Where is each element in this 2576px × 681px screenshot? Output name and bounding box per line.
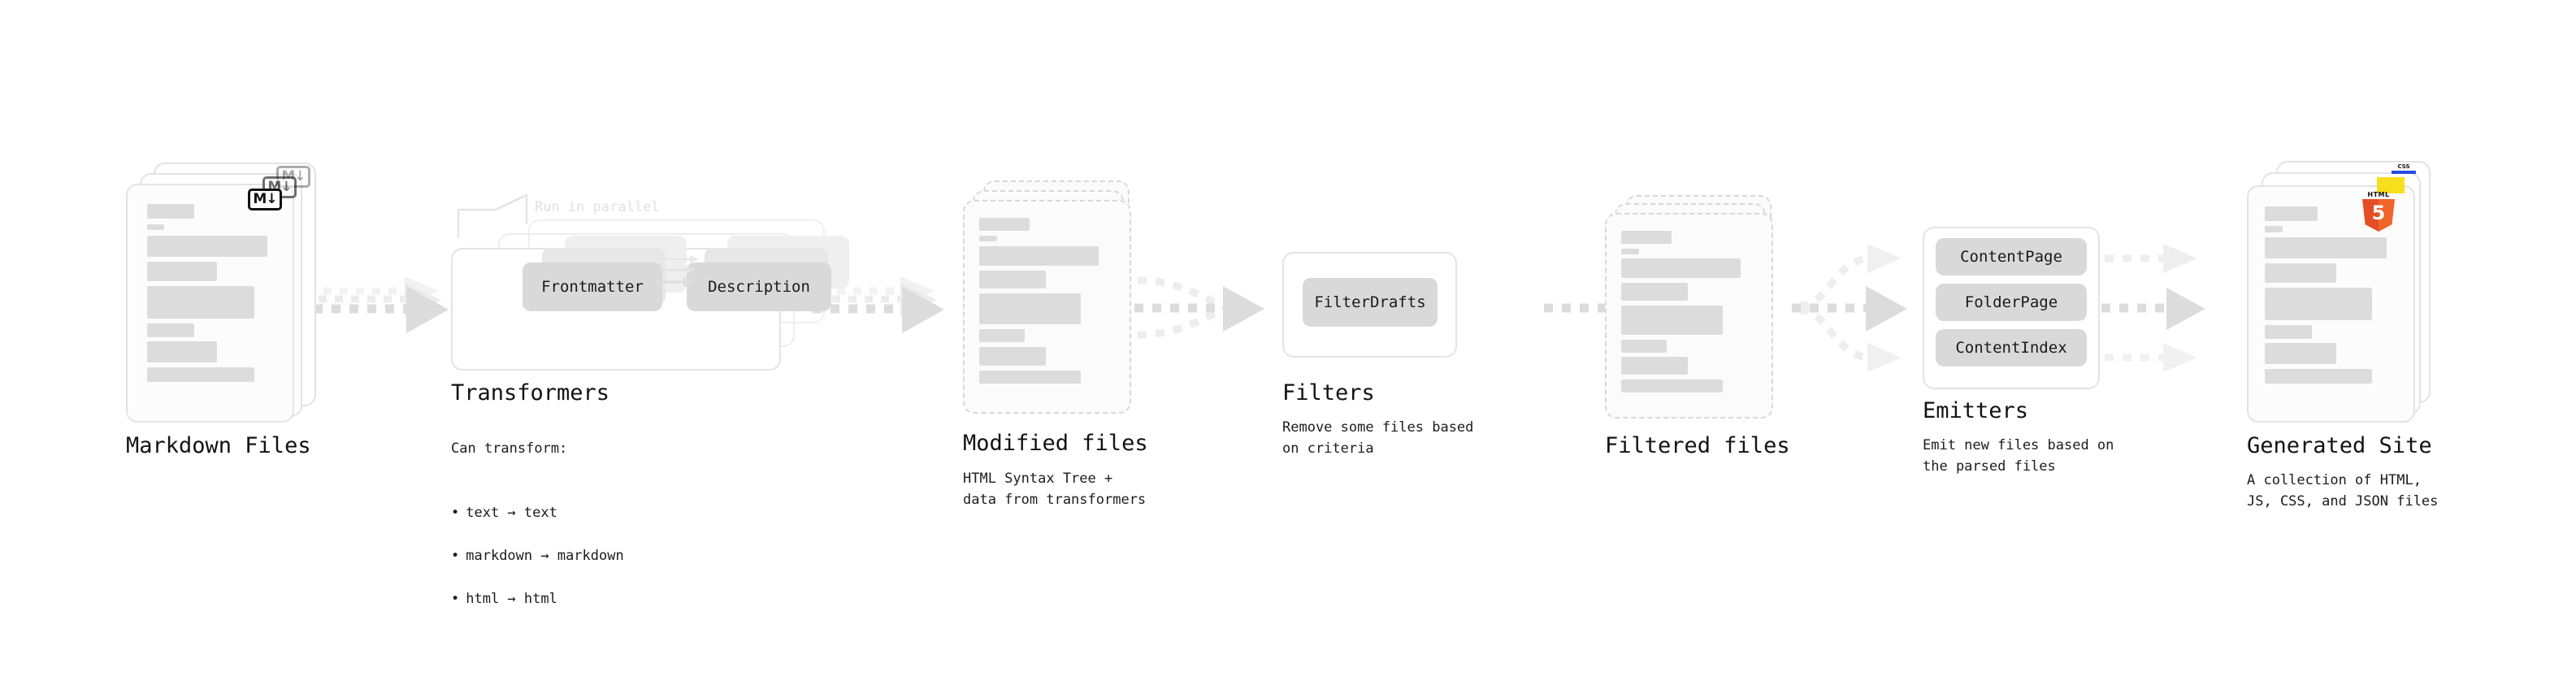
- css3-icon: CSS: [2392, 164, 2416, 174]
- arrow-filtered-to-emitters: [1792, 244, 1907, 372]
- markdown-card-content: [128, 185, 293, 421]
- generated-site-stack: CSS HTML 5: [2247, 161, 2450, 423]
- filtered-card-front: [1605, 213, 1773, 419]
- list-item: html → html: [451, 588, 624, 609]
- content-bar: [979, 246, 1099, 266]
- emitters-description: Emit new files based on the parsed files: [1923, 437, 2114, 475]
- content-bar: [147, 236, 267, 257]
- filtered-card-content: [1607, 215, 1772, 417]
- arrow-markdown-to-transformers: [314, 276, 449, 333]
- modified-card-front: [963, 200, 1131, 414]
- run-in-parallel-label: Run in parallel: [535, 199, 660, 215]
- page-title-generated-site: Generated Site: [2247, 433, 2432, 458]
- content-bar: [979, 293, 1081, 324]
- markdown-card-front: [126, 184, 294, 423]
- html5-icon: HTML 5: [2361, 192, 2396, 232]
- content-bar: [2265, 343, 2336, 364]
- modified-files-description: HTML Syntax Tree + data from transformer…: [963, 471, 1147, 509]
- page-title-filtered-files: Filtered files: [1605, 433, 1790, 458]
- content-bar: [147, 367, 254, 382]
- content-bar: [147, 323, 194, 337]
- markdown-files-stack: M↓ M↓ M↓: [126, 163, 321, 423]
- list-item: markdown → markdown: [451, 545, 623, 566]
- transformer-pill-frontmatter[interactable]: Frontmatter: [523, 262, 662, 311]
- content-bar: [1621, 340, 1667, 353]
- filters-description: Remove some files based on criteria: [1282, 419, 1474, 458]
- transformers-subtitle-heading: Can transform:: [451, 440, 568, 458]
- content-bar: [1621, 380, 1723, 393]
- js-icon: [2377, 177, 2405, 193]
- transformers-group: Frontmatter Description: [451, 219, 849, 371]
- html5-icon-digit: 5: [2371, 202, 2386, 224]
- markdown-icon: M↓: [248, 189, 282, 210]
- css3-icon-underline: [2392, 171, 2416, 174]
- content-bar: [1621, 306, 1723, 335]
- list-item: text → text: [451, 502, 624, 523]
- content-bar: [147, 204, 194, 219]
- content-bar: [979, 329, 1025, 342]
- content-bar: [979, 236, 997, 241]
- content-bar: [2265, 288, 2372, 320]
- content-bar: [1621, 249, 1639, 254]
- emitter-pill-contentindex[interactable]: ContentIndex: [1936, 329, 2087, 367]
- transformers-bullet-list: text → text markdown → markdown html → h…: [451, 481, 624, 631]
- content-bar: [2265, 263, 2336, 283]
- content-bar: [979, 271, 1046, 288]
- page-title-markdown-files: Markdown Files: [126, 433, 311, 458]
- content-bar: [1621, 258, 1741, 278]
- emitter-pill-folderpage[interactable]: FolderPage: [1936, 284, 2087, 321]
- content-bar: [979, 218, 1030, 231]
- html5-icon-label: HTML: [2367, 191, 2390, 198]
- content-bar: [979, 347, 1046, 366]
- content-bar: [147, 224, 164, 230]
- page-title-emitters: Emitters: [1923, 398, 2029, 423]
- css3-icon-label: CSS: [2397, 163, 2410, 170]
- generated-site-description: A collection of HTML, JS, CSS, and JSON …: [2247, 472, 2439, 510]
- content-bar: [2265, 206, 2318, 221]
- page-title-transformers: Transformers: [451, 380, 610, 406]
- page-title-filters: Filters: [1282, 380, 1375, 406]
- content-bar: [147, 262, 217, 281]
- content-bar: [1621, 357, 1688, 375]
- filtered-files-stack: [1605, 195, 1792, 431]
- transformers-description: Can transform: text → text markdown → ma…: [451, 417, 624, 653]
- content-bar: [2265, 325, 2312, 339]
- site-card-content: [2249, 187, 2413, 421]
- emitter-pill-contentpage[interactable]: ContentPage: [1936, 238, 2087, 275]
- page-title-modified-files: Modified files: [963, 431, 1148, 456]
- modified-files-stack: [963, 180, 1150, 416]
- content-bar: [2265, 226, 2283, 232]
- filter-pill-filterdrafts[interactable]: FilterDrafts: [1303, 278, 1438, 327]
- content-bar: [147, 341, 217, 362]
- content-bar: [979, 371, 1081, 384]
- html5-icon-shield: 5: [2362, 199, 2395, 232]
- content-bar: [147, 286, 254, 319]
- content-bar: [2265, 237, 2387, 258]
- arrow-modified-to-filters: [1134, 276, 1264, 339]
- filters-group: FilterDrafts: [1282, 252, 1461, 366]
- emitters-group: ContentPage FolderPage ContentIndex: [1923, 227, 2118, 397]
- content-bar: [1621, 231, 1672, 244]
- modified-card-content: [965, 202, 1130, 412]
- content-bar: [2265, 369, 2372, 384]
- content-bar: [1621, 283, 1688, 301]
- transformer-pill-description[interactable]: Description: [687, 262, 831, 311]
